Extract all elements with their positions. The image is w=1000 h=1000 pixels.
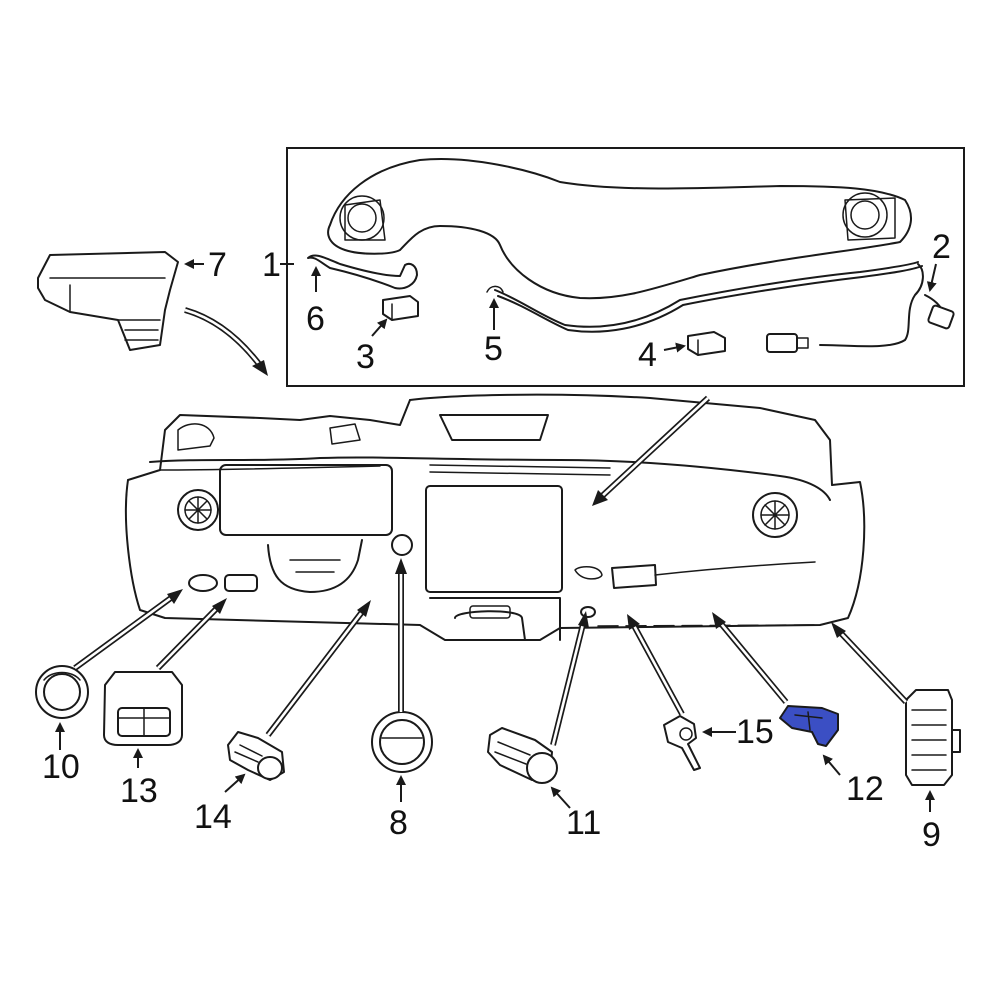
dashboard-body <box>124 393 866 641</box>
leader-lines <box>73 307 909 746</box>
part-13-switch <box>103 671 183 746</box>
callout-1: 1 <box>262 246 281 284</box>
part-8-button <box>371 711 433 773</box>
part-9-module <box>905 689 961 786</box>
callout-8: 8 <box>389 804 408 842</box>
wiring-harness <box>486 261 955 353</box>
callout-3: 3 <box>356 338 375 376</box>
callout-arrows <box>55 259 937 812</box>
callout-6: 6 <box>306 300 325 338</box>
callout-9: 9 <box>922 816 941 854</box>
callout-15: 15 <box>736 713 774 751</box>
part-6-bracket <box>307 254 418 290</box>
part-15-clip <box>663 715 701 771</box>
callout-14: 14 <box>194 798 232 836</box>
part-14-sensor <box>227 731 285 781</box>
callout-13: 13 <box>120 772 158 810</box>
callout-11: 11 <box>566 804 601 842</box>
callout-labels: 1 2 3 4 5 6 7 8 9 10 11 12 13 14 15 <box>42 228 951 854</box>
callout-5: 5 <box>484 330 503 368</box>
callout-2: 2 <box>932 228 951 266</box>
instrument-panel-pad <box>327 158 912 300</box>
part-3-clip <box>382 295 419 321</box>
callout-4: 4 <box>638 336 657 374</box>
inset-box <box>286 147 965 387</box>
callout-10: 10 <box>42 748 80 786</box>
part-4-clip <box>687 331 726 356</box>
part-12-bracket <box>779 705 839 747</box>
part-10-button <box>35 665 89 719</box>
part-7-module <box>37 251 179 351</box>
part-11-switch <box>487 727 558 784</box>
callout-12: 12 <box>846 770 884 808</box>
callout-7: 7 <box>208 246 227 284</box>
